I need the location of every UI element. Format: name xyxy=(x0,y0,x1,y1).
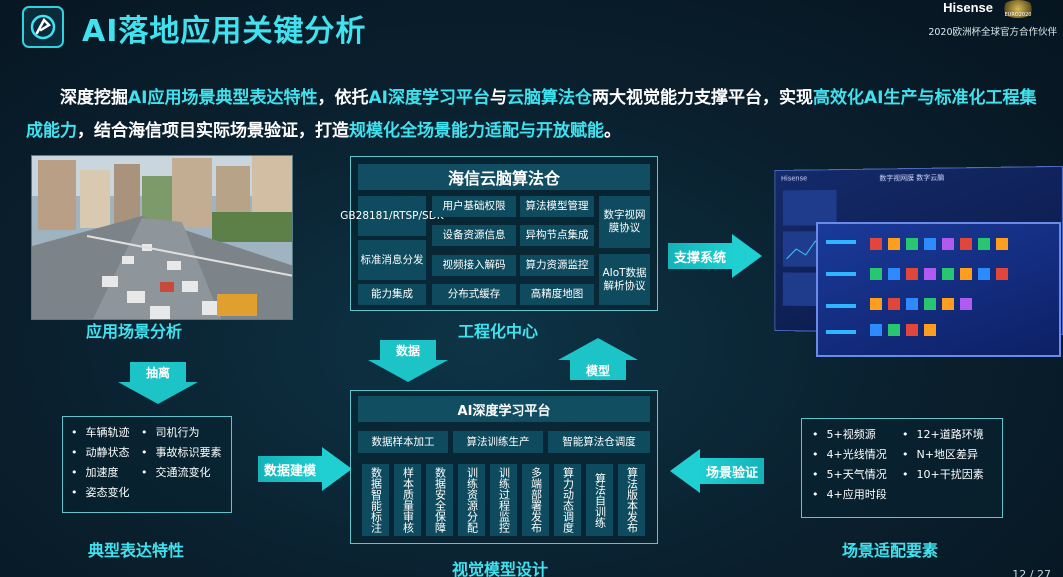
intro-text: ，依托 xyxy=(317,88,369,108)
arrow-right-icon xyxy=(322,447,353,491)
dl-vertical-cell: 数据安全保障 xyxy=(426,464,453,536)
scene-adapt-label: 场景适配要素 xyxy=(842,541,939,560)
intro-text: 与 xyxy=(489,88,507,108)
screen-title: 数字视网膜 数字云脑 xyxy=(879,173,945,183)
traffic-scene-photo xyxy=(31,155,293,320)
cloud-cell: GB28181/RTSP/SDK xyxy=(340,196,444,236)
page-title: AI落地应用关键分析 xyxy=(82,14,367,49)
list-item: 10+干扰因素 xyxy=(902,465,984,485)
intro-highlight: 规模化全场景能力适配与开放赋能 xyxy=(349,121,604,141)
cloud-algo-title: 海信云脑算法仓 xyxy=(358,164,650,190)
extract-arrow-label: 抽离 xyxy=(130,362,186,382)
list-item: N+地区差异 xyxy=(902,445,984,465)
brand-subtitle: 2020欧洲杯全球官方合作伙伴 xyxy=(928,27,1057,38)
scene-analysis-label: 应用场景分析 xyxy=(86,322,183,341)
app-logo xyxy=(22,6,64,48)
dl-vertical-cell: 多端部署发布 xyxy=(522,464,549,536)
data-modeling-label: 数据建模 xyxy=(258,456,323,482)
scene-verify-label: 场景验证 xyxy=(700,458,765,484)
list-item: 5+视频源 xyxy=(812,425,887,445)
dl-cell: 智能算法仓调度 xyxy=(548,431,650,453)
brain-logo-icon xyxy=(30,14,56,40)
list-item: 司机行为 xyxy=(141,423,222,443)
arrow-up-icon xyxy=(558,338,638,360)
dl-vertical-cell: 数据智能标注 xyxy=(362,464,389,536)
engineering-center-label: 工程化中心 xyxy=(458,322,539,341)
dl-vertical-cell: 样本质量审核 xyxy=(394,464,421,536)
cloud-cell: 高精度地图 xyxy=(520,284,594,305)
dl-vertical-cell: 算法版本发布 xyxy=(618,464,645,536)
data-modeling-arrow: 数据建模 xyxy=(258,447,353,491)
cloud-cell: 设备资源信息 xyxy=(432,225,516,246)
support-system-arrow: 支撑系统 xyxy=(668,234,763,278)
screen-brand: Hisense xyxy=(780,174,808,183)
dl-platform-title: AI深度学习平台 xyxy=(358,396,650,422)
features-list-left: 车辆轨迹 动静状态 加速度 姿态变化 xyxy=(71,423,130,503)
cloud-cell: 异构节点集成 xyxy=(520,225,594,246)
support-system-label: 支撑系统 xyxy=(668,243,733,269)
intro-highlight: AI深度学习平台 xyxy=(368,88,490,108)
list-item: 加速度 xyxy=(71,463,130,483)
typical-features-label: 典型表达特性 xyxy=(88,541,185,560)
intro-text: 两大视觉能力支撑平台，实现 xyxy=(591,88,813,108)
model-arrow-label: 模型 xyxy=(570,360,626,380)
list-item: 事故标识要素 xyxy=(141,443,222,463)
cloud-cell: 算法模型管理 xyxy=(520,196,594,217)
arrow-left-icon xyxy=(670,449,700,493)
features-list-right: 司机行为 事故标识要素 交通流变化 xyxy=(141,423,222,483)
extract-arrow: 抽离 xyxy=(118,362,198,404)
cloud-cell: 用户基础权限 xyxy=(432,196,516,217)
cloud-cell: 算力资源监控 xyxy=(520,255,594,276)
list-item: 5+天气情况 xyxy=(812,465,887,485)
list-item: 4+光线情况 xyxy=(812,445,887,465)
list-item: 4+应用时段 xyxy=(812,485,887,505)
list-item: 动静状态 xyxy=(71,443,130,463)
list-item: 车辆轨迹 xyxy=(71,423,130,443)
intro-highlight: 高效化AI生产与标准化工程集成能力 xyxy=(26,88,1037,141)
intro-text: 深度挖掘 xyxy=(60,88,128,108)
cloud-cell: 标准消息分发 xyxy=(358,240,426,280)
scene-elements-right: 12+道路环境 N+地区差异 10+干扰因素 xyxy=(902,425,984,485)
cloud-cell: 数字视网膜协议 xyxy=(599,196,650,248)
list-item: 交通流变化 xyxy=(141,463,222,483)
dashboard-screen-front xyxy=(816,222,1061,357)
scene-verify-arrow: 场景验证 xyxy=(670,449,765,493)
data-arrow-label: 数据 xyxy=(380,340,436,360)
app-grid-icon xyxy=(826,238,1008,336)
list-item: 12+道路环境 xyxy=(902,425,984,445)
brand-name: Hisense xyxy=(943,0,993,15)
dl-cell: 数据样本加工 xyxy=(358,431,448,453)
arrow-down-icon xyxy=(368,360,448,382)
arrow-down-icon xyxy=(118,382,198,404)
features-box: 车辆轨迹 动静状态 加速度 姿态变化 司机行为 事故标识要素 交通流变化 xyxy=(62,416,232,513)
cloud-cell: 分布式缓存 xyxy=(432,284,516,305)
dl-cell: 算法训练生产 xyxy=(453,431,543,453)
cloud-cell: AIoT数据解析协议 xyxy=(599,254,650,305)
intro-highlight: AI应用场景典型表达特性 xyxy=(128,88,318,108)
model-arrow: 模型 xyxy=(558,338,638,380)
cloud-cell: 能力集成 xyxy=(358,284,426,305)
euro-badge: EURO2020 xyxy=(1001,0,1035,18)
dl-vertical-cell: 训练过程监控 xyxy=(490,464,517,536)
intro-text: ，结合海信项目实际场景验证，打造 xyxy=(77,121,349,141)
intro-paragraph: 深度挖掘AI应用场景典型表达特性，依托AI深度学习平台与云脑算法仓两大视觉能力支… xyxy=(26,82,1046,148)
scene-elements-left: 5+视频源 4+光线情况 5+天气情况 4+应用时段 xyxy=(812,425,887,505)
dl-vertical-cell: 算力动态调度 xyxy=(554,464,581,536)
scene-elements-box: 5+视频源 4+光线情况 5+天气情况 4+应用时段 12+道路环境 N+地区差… xyxy=(801,418,1003,518)
visual-model-design-label: 视觉模型设计 xyxy=(452,560,549,577)
dl-vertical-cell: 算法自训练 xyxy=(586,464,613,536)
data-arrow: 数据 xyxy=(368,340,448,382)
dl-vertical-cell: 训练资源分配 xyxy=(458,464,485,536)
cloud-cell: 视频接入解码 xyxy=(432,255,516,276)
arrow-right-icon xyxy=(732,234,763,278)
page-number: 12 / 27 xyxy=(1012,568,1051,577)
intro-text: 。 xyxy=(604,121,621,141)
intro-highlight: 云脑算法仓 xyxy=(506,88,592,108)
list-item: 姿态变化 xyxy=(71,483,130,503)
